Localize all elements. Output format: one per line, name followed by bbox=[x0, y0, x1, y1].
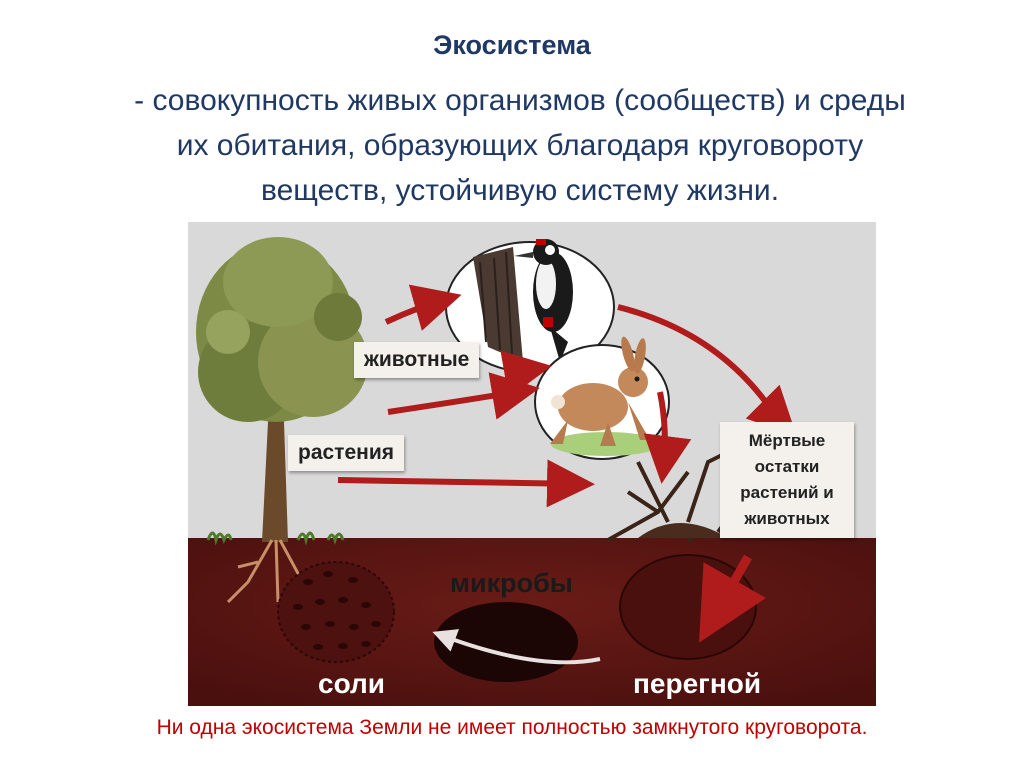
dead-remains-label: Мёртвые остатки растений и животных bbox=[720, 422, 854, 538]
tree-icon bbox=[196, 237, 368, 614]
woodpecker-icon bbox=[445, 239, 615, 373]
dead-roots-icon bbox=[607, 450, 750, 544]
salts-label: соли bbox=[318, 668, 385, 699]
cycle-arrows bbox=[337, 284, 797, 665]
dead-remains-line-3: растений и bbox=[740, 483, 834, 502]
humus-label: перегной bbox=[633, 668, 762, 699]
plants-label: растения bbox=[288, 435, 404, 471]
definition-line-3: веществ, устойчивую систему жизни. bbox=[260, 174, 780, 207]
ecosystem-diagram: животные растения Мёртвые остатки растен… bbox=[188, 222, 876, 706]
animals-label: животные bbox=[354, 342, 480, 378]
dead-remains-line-1: Мёртвые bbox=[748, 431, 826, 450]
microbes-label: микробы bbox=[450, 568, 573, 598]
salts-circle-icon bbox=[277, 561, 395, 663]
dead-remains-line-4: животных bbox=[744, 509, 830, 528]
slide-title: Экосистема bbox=[433, 30, 591, 60]
definition-line-1: - совокупность живых организмов (сообщес… bbox=[134, 84, 906, 117]
dead-remains-line-2: остатки bbox=[754, 457, 820, 476]
diagram-canvas bbox=[188, 222, 876, 706]
definition-text: - совокупность живых организмов (сообщес… bbox=[40, 78, 1000, 213]
footnote: Ни одна экосистема Земли не имеет полнос… bbox=[156, 716, 868, 739]
definition-line-2: их обитания, образующих благодаря кругов… bbox=[176, 129, 864, 162]
hare-icon bbox=[534, 336, 670, 460]
